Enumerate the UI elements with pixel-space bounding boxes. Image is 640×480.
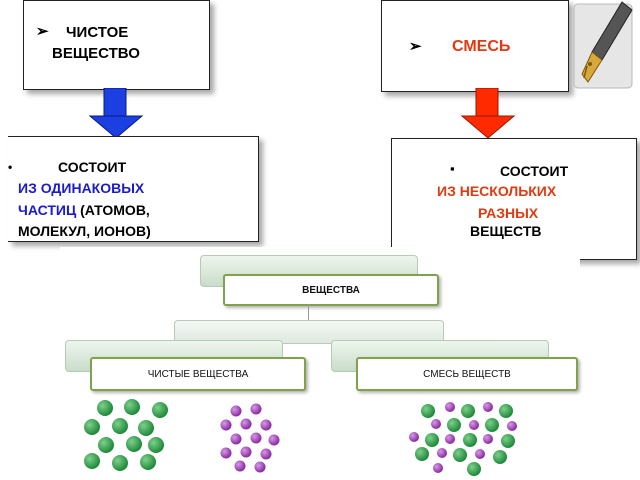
pure-desc-line2: ИЗ ОДИНАКОВЫХ bbox=[18, 180, 145, 196]
mixed-particle-cluster bbox=[409, 402, 517, 476]
pure-desc-line3: ЧАСТИЦ (АТОМОВ, bbox=[18, 202, 150, 219]
green-particle-cluster bbox=[84, 399, 168, 471]
connector-vertical bbox=[308, 304, 309, 321]
mix-desc-line2: ИЗ НЕСКОЛЬКИХ bbox=[437, 183, 557, 199]
pure-desc-line4: МОЛЕКУЛ, ИОНОВ) bbox=[18, 223, 151, 239]
pure-desc-line1: СОСТОИТ bbox=[58, 159, 127, 175]
substances-diagram: ВЕЩЕСТВА ЧИСТЫЕ ВЕЩЕСТВА СМЕСЬ ВЕЩЕСТВ bbox=[60, 247, 580, 480]
pure-substances-node: ЧИСТЫЕ ВЕЩЕСТВА bbox=[90, 357, 306, 391]
fountain-pen-icon bbox=[573, 1, 633, 89]
purple-particle-cluster bbox=[220, 403, 280, 473]
arrow-down-icon bbox=[460, 88, 516, 139]
arrow-down-icon bbox=[88, 88, 144, 139]
pure-substance-line1: ЧИСТОЕ bbox=[66, 24, 129, 41]
pure-substance-box: ➢ ЧИСТОЕ ВЕЩЕСТВО bbox=[23, 0, 210, 90]
bullet-square-icon: ▪ bbox=[450, 161, 455, 176]
mixtures-label: СМЕСЬ ВЕЩЕСТВ bbox=[423, 368, 511, 380]
mixture-box: ➢ СМЕСЬ bbox=[381, 0, 569, 92]
mix-desc-line3: РАЗНЫХ bbox=[478, 205, 539, 221]
mixture-label: СМЕСЬ bbox=[452, 38, 511, 55]
pure-desc-line3-rest: (АТОМОВ, bbox=[76, 202, 150, 218]
pure-substances-label: ЧИСТЫЕ ВЕЩЕСТВА bbox=[147, 368, 249, 380]
pure-desc-line3-blue: ЧАСТИЦ bbox=[18, 202, 77, 218]
mix-desc-line4: ВЕЩЕСТВ bbox=[470, 223, 542, 239]
pure-substance-line2: ВЕЩЕСТВО bbox=[52, 45, 140, 62]
bullet-arrow-icon: ➢ bbox=[409, 38, 422, 55]
bullet-arrow-icon: ➢ bbox=[36, 23, 49, 40]
particles bbox=[84, 399, 517, 476]
mixtures-node: СМЕСЬ ВЕЩЕСТВ bbox=[356, 357, 578, 391]
mix-desc-line1: СОСТОИТ bbox=[500, 163, 569, 179]
pure-substance-description: • СОСТОИТ ИЗ ОДИНАКОВЫХ ЧАСТИЦ (АТОМОВ, … bbox=[8, 136, 259, 242]
root-node: ВЕЩЕСТВА bbox=[223, 274, 439, 306]
root-node-label: ВЕЩЕСТВА bbox=[302, 284, 360, 296]
bullet-icon: • bbox=[8, 160, 13, 174]
mixture-description: ▪ СОСТОИТ ИЗ НЕСКОЛЬКИХ РАЗНЫХ ВЕЩЕСТВ bbox=[391, 138, 637, 260]
